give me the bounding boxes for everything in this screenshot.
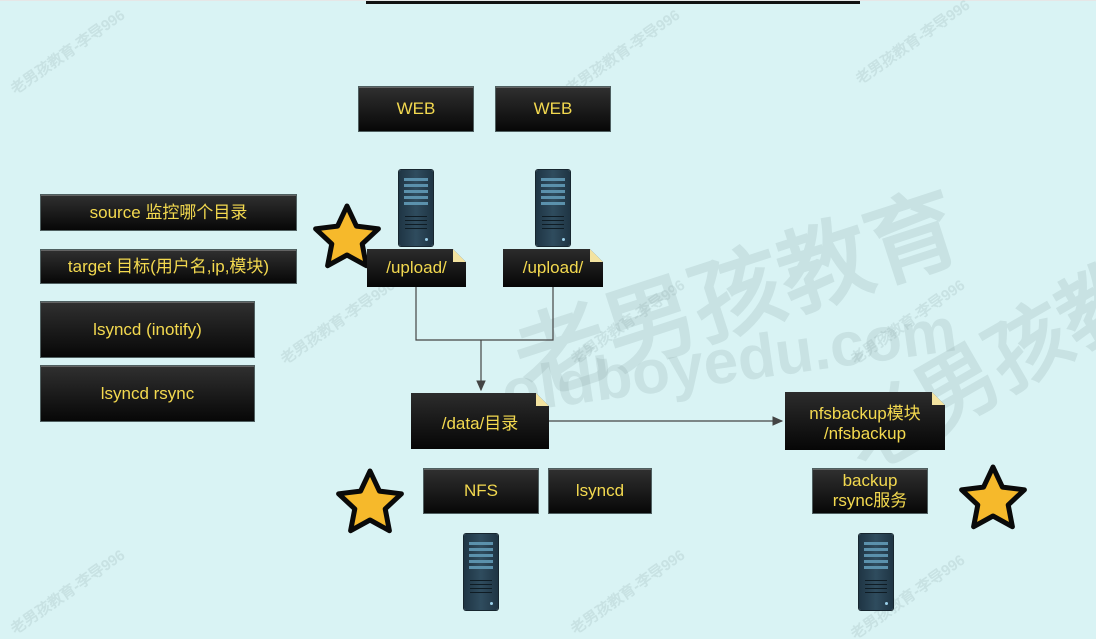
- nfs-data-dir-note: /data/目录: [411, 393, 549, 449]
- nfs-box: NFS: [423, 468, 539, 514]
- lsyncd-inotify-label: lsyncd (inotify): [93, 319, 202, 339]
- upload-dir-note-1: /upload/: [367, 249, 466, 287]
- web-box-1: WEB: [358, 86, 474, 132]
- nfs-data-dir-label: /data/目录: [441, 413, 519, 433]
- target-label-box: target 目标(用户名,ip,模块): [40, 249, 297, 284]
- backup-module-note: nfsbackup模块 /nfsbackup: [785, 392, 945, 450]
- backup-label: backup rsync服务: [832, 471, 908, 510]
- target-label: target 目标(用户名,ip,模块): [67, 256, 270, 276]
- top-divider-line: [366, 1, 860, 4]
- upload-dir-label-1: /upload/: [386, 258, 447, 277]
- connector-web1: [415, 287, 481, 341]
- lsyncd-label: lsyncd: [575, 481, 625, 500]
- web-label-2: WEB: [533, 99, 573, 118]
- star-icon: [336, 468, 404, 534]
- source-label: source 监控哪个目录: [89, 202, 248, 222]
- source-label-box: source 监控哪个目录: [40, 194, 297, 231]
- star-icon: [959, 464, 1027, 530]
- star-icon: [313, 203, 381, 269]
- upload-dir-label-2: /upload/: [522, 258, 584, 277]
- web-box-2: WEB: [495, 86, 611, 132]
- server-icon: [536, 170, 570, 246]
- lsyncd-rsync-box: lsyncd rsync: [40, 365, 255, 422]
- nfs-label: NFS: [464, 481, 498, 500]
- upload-dir-note-2: /upload/: [503, 249, 603, 287]
- backup-module-label: nfsbackup模块 /nfsbackup: [809, 403, 921, 443]
- web-label-1: WEB: [396, 99, 436, 118]
- lsyncd-inotify-box: lsyncd (inotify): [40, 301, 255, 358]
- server-icon: [464, 534, 498, 610]
- server-icon: [399, 170, 433, 246]
- connector-web2: [481, 287, 554, 341]
- lsyncd-rsync-label: lsyncd rsync: [100, 383, 195, 403]
- backup-box: backup rsync服务: [812, 468, 928, 514]
- lsyncd-box: lsyncd: [548, 468, 652, 514]
- server-icon: [859, 534, 893, 610]
